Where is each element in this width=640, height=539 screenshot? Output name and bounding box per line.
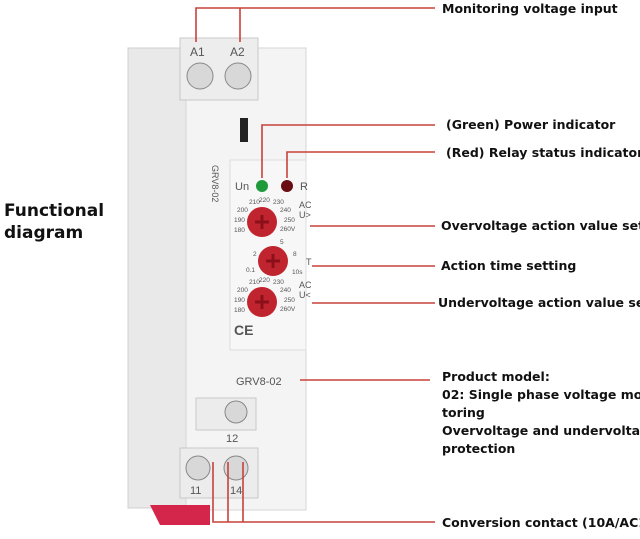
led-un-label: Un	[235, 181, 249, 193]
tick: 230	[273, 279, 284, 286]
power-led	[256, 180, 268, 192]
tick: 180	[234, 227, 245, 234]
tick: 220	[259, 197, 270, 204]
tick: 250	[284, 297, 295, 304]
functional-diagram-label-2: diagram	[4, 223, 83, 243]
tick: 240	[280, 207, 291, 214]
callout-contact: Conversion contact (10A/AC1)	[442, 515, 640, 530]
tick: 260V	[280, 226, 296, 233]
led-r-label: R	[300, 181, 308, 193]
terminal-a2-label: A2	[230, 45, 245, 59]
din-clip	[150, 505, 210, 525]
tick: 180	[234, 307, 245, 314]
tick: 200	[237, 287, 248, 294]
terminal-11-label: 11	[190, 485, 201, 497]
terminal-screw-a1	[186, 62, 214, 90]
terminal-12-label: 12	[226, 433, 238, 445]
time-dial[interactable]	[258, 246, 288, 276]
ce-mark: CE	[234, 322, 253, 338]
callout-model-line: Overvoltage and undervoltage	[442, 423, 640, 438]
callout-undervoltage: Undervoltage action value setting	[438, 295, 640, 310]
relay-led	[281, 180, 293, 192]
callout-overvoltage: Overvoltage action value setting	[441, 218, 640, 233]
tick: 210	[249, 199, 260, 206]
device-side-panel	[127, 47, 187, 509]
callout-power: (Green) Power indicator	[446, 117, 616, 132]
tick: 210	[249, 279, 260, 286]
tick: 220	[259, 277, 270, 284]
terminal-screw-12	[224, 400, 248, 424]
dial-label: U<	[299, 290, 311, 300]
terminal-a1-label: A1	[190, 45, 205, 59]
dial-label: AC	[299, 200, 312, 210]
dial-label: T	[306, 257, 312, 267]
tick: 0.1	[246, 267, 255, 274]
front-slot	[240, 118, 248, 142]
terminal-screw-a2	[224, 62, 252, 90]
tick: 200	[237, 207, 248, 214]
callout-model-line: toring	[442, 405, 485, 420]
callout-model-title: Product model:	[442, 369, 550, 384]
tick: 5	[280, 239, 284, 246]
tick: 230	[273, 199, 284, 206]
tick: 250	[284, 217, 295, 224]
side-model-text: GRV8-02	[210, 165, 220, 202]
tick: 260V	[280, 306, 296, 313]
callout-lines	[195, 7, 435, 523]
dial-label: AC	[299, 280, 312, 290]
callout-monitoring: Monitoring voltage input	[442, 1, 618, 16]
relay-device: GRV8-02 A1 A2 Un R 210 220 230 200 240 1…	[127, 37, 312, 525]
callout-model-line: 02: Single phase voltage moni-	[442, 387, 640, 402]
undervoltage-dial[interactable]	[247, 287, 277, 317]
front-model-label: GRV8-02	[236, 376, 282, 388]
terminal-14-label: 14	[230, 485, 242, 497]
dial-label: U>	[299, 210, 311, 220]
callout-relay: (Red) Relay status indicator	[446, 145, 640, 160]
functional-diagram-label: Functional	[4, 201, 104, 221]
terminal-screw-11	[185, 455, 211, 481]
callout-time: Action time setting	[441, 258, 576, 273]
tick: 240	[280, 287, 291, 294]
tick: 8	[293, 251, 297, 258]
terminal-screw-14	[223, 455, 249, 481]
overvoltage-dial[interactable]	[247, 207, 277, 237]
tick: 10s	[292, 269, 303, 276]
tick: 2	[253, 251, 257, 258]
callout-model-line: protection	[442, 441, 515, 456]
tick: 190	[234, 217, 245, 224]
tick: 190	[234, 297, 245, 304]
